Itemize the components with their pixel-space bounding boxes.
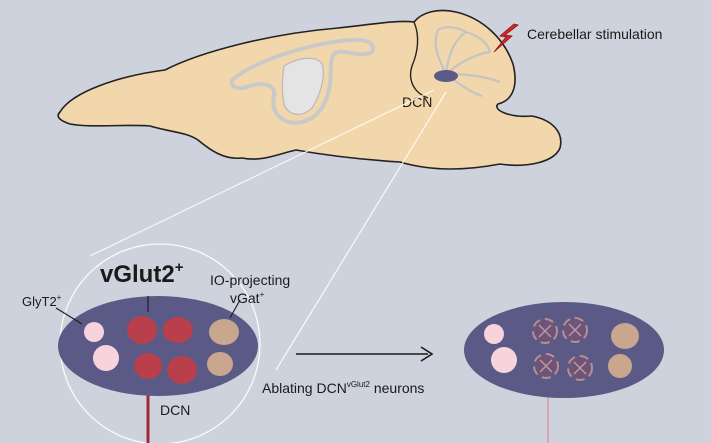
- vglut2-cell: [167, 356, 197, 384]
- vglut2-cell: [134, 353, 162, 379]
- glyt2-cell: [93, 345, 119, 371]
- ventricle-core: [281, 57, 324, 115]
- glyt2-label: GlyT2+: [22, 293, 62, 309]
- glyt2-cell: [484, 324, 504, 344]
- ablated-cell: [533, 353, 559, 379]
- nucleus-before: [58, 296, 258, 396]
- vgat-cell: [608, 354, 632, 378]
- ablated-cell: [562, 317, 588, 343]
- arrowhead-icon: [420, 346, 434, 362]
- cross-mark-icon: [539, 359, 553, 373]
- ablated-cell: [567, 355, 593, 381]
- transition-arrow: Ablating DCNvGlut2 neurons: [262, 346, 434, 396]
- lateral-ventricle: [229, 37, 375, 125]
- dcn-before: GlyT2+ vGlut2+ IO-projecting vGat+ DCN: [22, 243, 290, 443]
- ablation-label: Ablating DCNvGlut2 neurons: [262, 380, 424, 396]
- ablated-cell: [532, 318, 558, 344]
- io-projecting-label: IO-projecting: [210, 272, 290, 288]
- cerebellum-boundary: [409, 21, 429, 99]
- pointer-lines: [55, 296, 241, 325]
- cross-mark-icon: [538, 324, 552, 338]
- vglut2-cell: [163, 317, 193, 343]
- cross-mark-icon: [568, 323, 582, 337]
- brain-sagittal: DCN Cerebellar stimulation: [57, 9, 662, 170]
- vgat-cell: [207, 352, 233, 376]
- vglut2-cell: [127, 316, 157, 344]
- glyt2-cell: [84, 322, 104, 342]
- vgat-cell: [611, 323, 639, 349]
- dcn-zoom-label: DCN: [160, 402, 190, 418]
- lightning-bolt-icon: [493, 23, 519, 53]
- stimulation-label: Cerebellar stimulation: [527, 26, 662, 42]
- zoom-lines: [89, 89, 447, 371]
- vglut2-label: vGlut2+: [100, 259, 184, 288]
- vgat-cell: [209, 319, 239, 345]
- ablated-vglut2-cells: [532, 317, 593, 381]
- cross-mark-icon: [573, 361, 587, 375]
- brain-dcn-label: DCN: [402, 94, 432, 110]
- nucleus-after: [464, 302, 664, 398]
- glyt2-cell: [491, 347, 517, 373]
- vgat-label: vGat+: [230, 290, 265, 306]
- dcn-after: [464, 302, 664, 443]
- dcn-nucleus-dot: [434, 70, 458, 82]
